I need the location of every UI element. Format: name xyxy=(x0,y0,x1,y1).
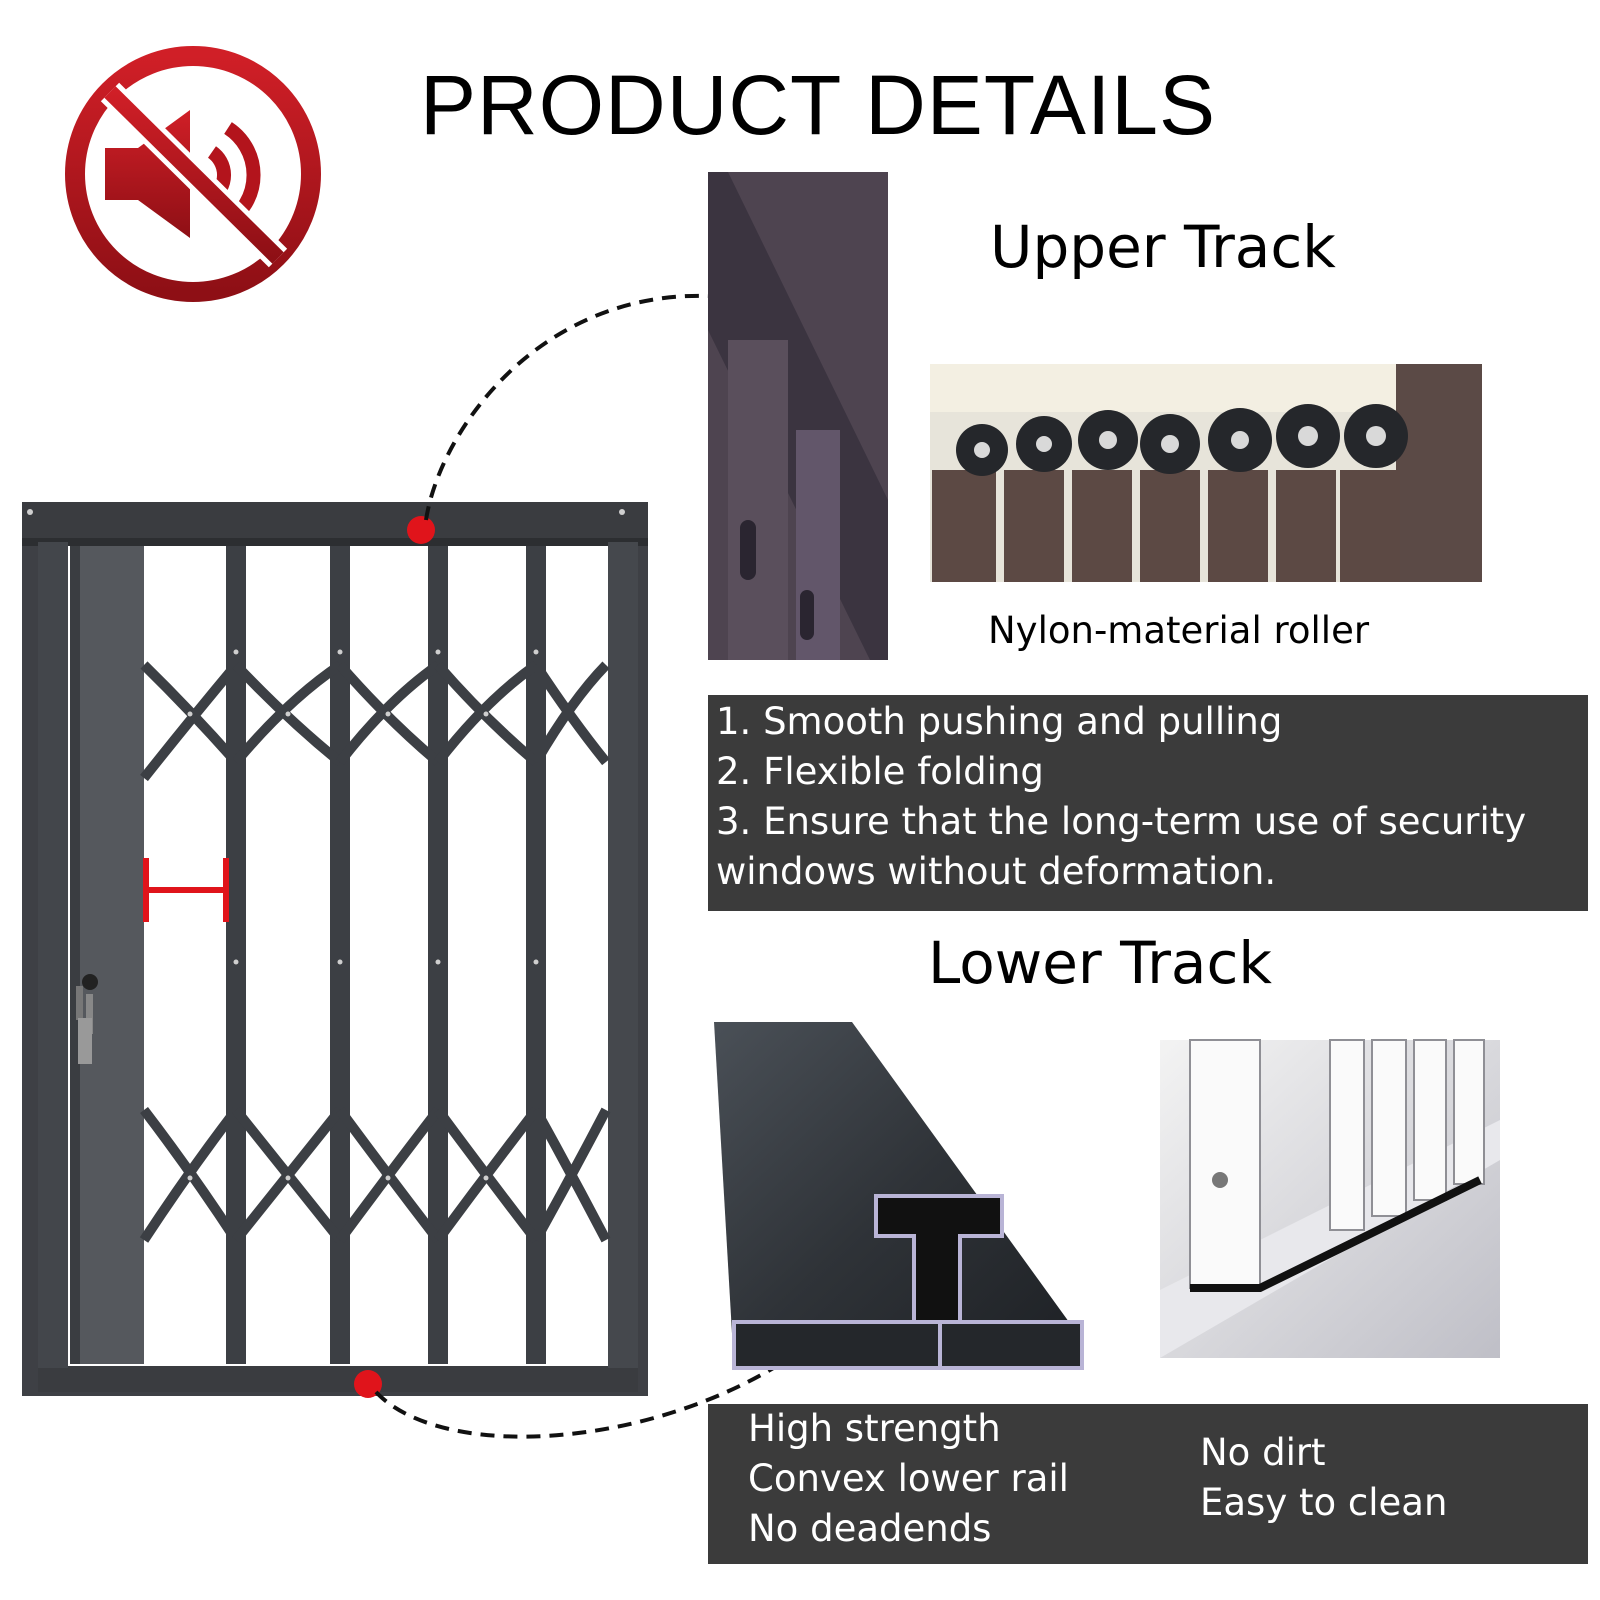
upper-track-heading: Upper Track xyxy=(990,213,1336,281)
feature-line: High strength xyxy=(748,1407,1001,1450)
lower-track-photo xyxy=(1160,1039,1500,1358)
upper-track-photo xyxy=(708,172,888,660)
spacing-marker xyxy=(143,858,229,922)
feature-line: No dirt xyxy=(1200,1431,1326,1474)
feature-line: Easy to clean xyxy=(1200,1481,1448,1524)
lower-track-callout xyxy=(354,1362,782,1439)
feature-line: windows without deformation. xyxy=(716,850,1277,893)
upper-track-features-box: 1. Smooth pushing and pulling 2. Flexibl… xyxy=(708,695,1588,911)
lower-track-features-box: High strength Convex lower rail No deade… xyxy=(708,1404,1588,1564)
feature-line: 1. Smooth pushing and pulling xyxy=(716,700,1283,743)
lower-rail-profile xyxy=(714,1022,1084,1370)
feature-line: Convex lower rail xyxy=(748,1457,1069,1500)
no-noise-icon xyxy=(65,46,321,302)
lower-track-heading: Lower Track xyxy=(928,929,1272,997)
feature-line: No deadends xyxy=(748,1507,992,1550)
feature-line: 2. Flexible folding xyxy=(716,750,1044,793)
roller-caption: Nylon-material roller xyxy=(988,609,1370,652)
feature-line: 3. Ensure that the long-term use of secu… xyxy=(716,800,1527,843)
security-gate-image xyxy=(22,502,648,1396)
nylon-roller-photo xyxy=(930,364,1482,582)
page-title: PRODUCT DETAILS xyxy=(420,58,1217,152)
